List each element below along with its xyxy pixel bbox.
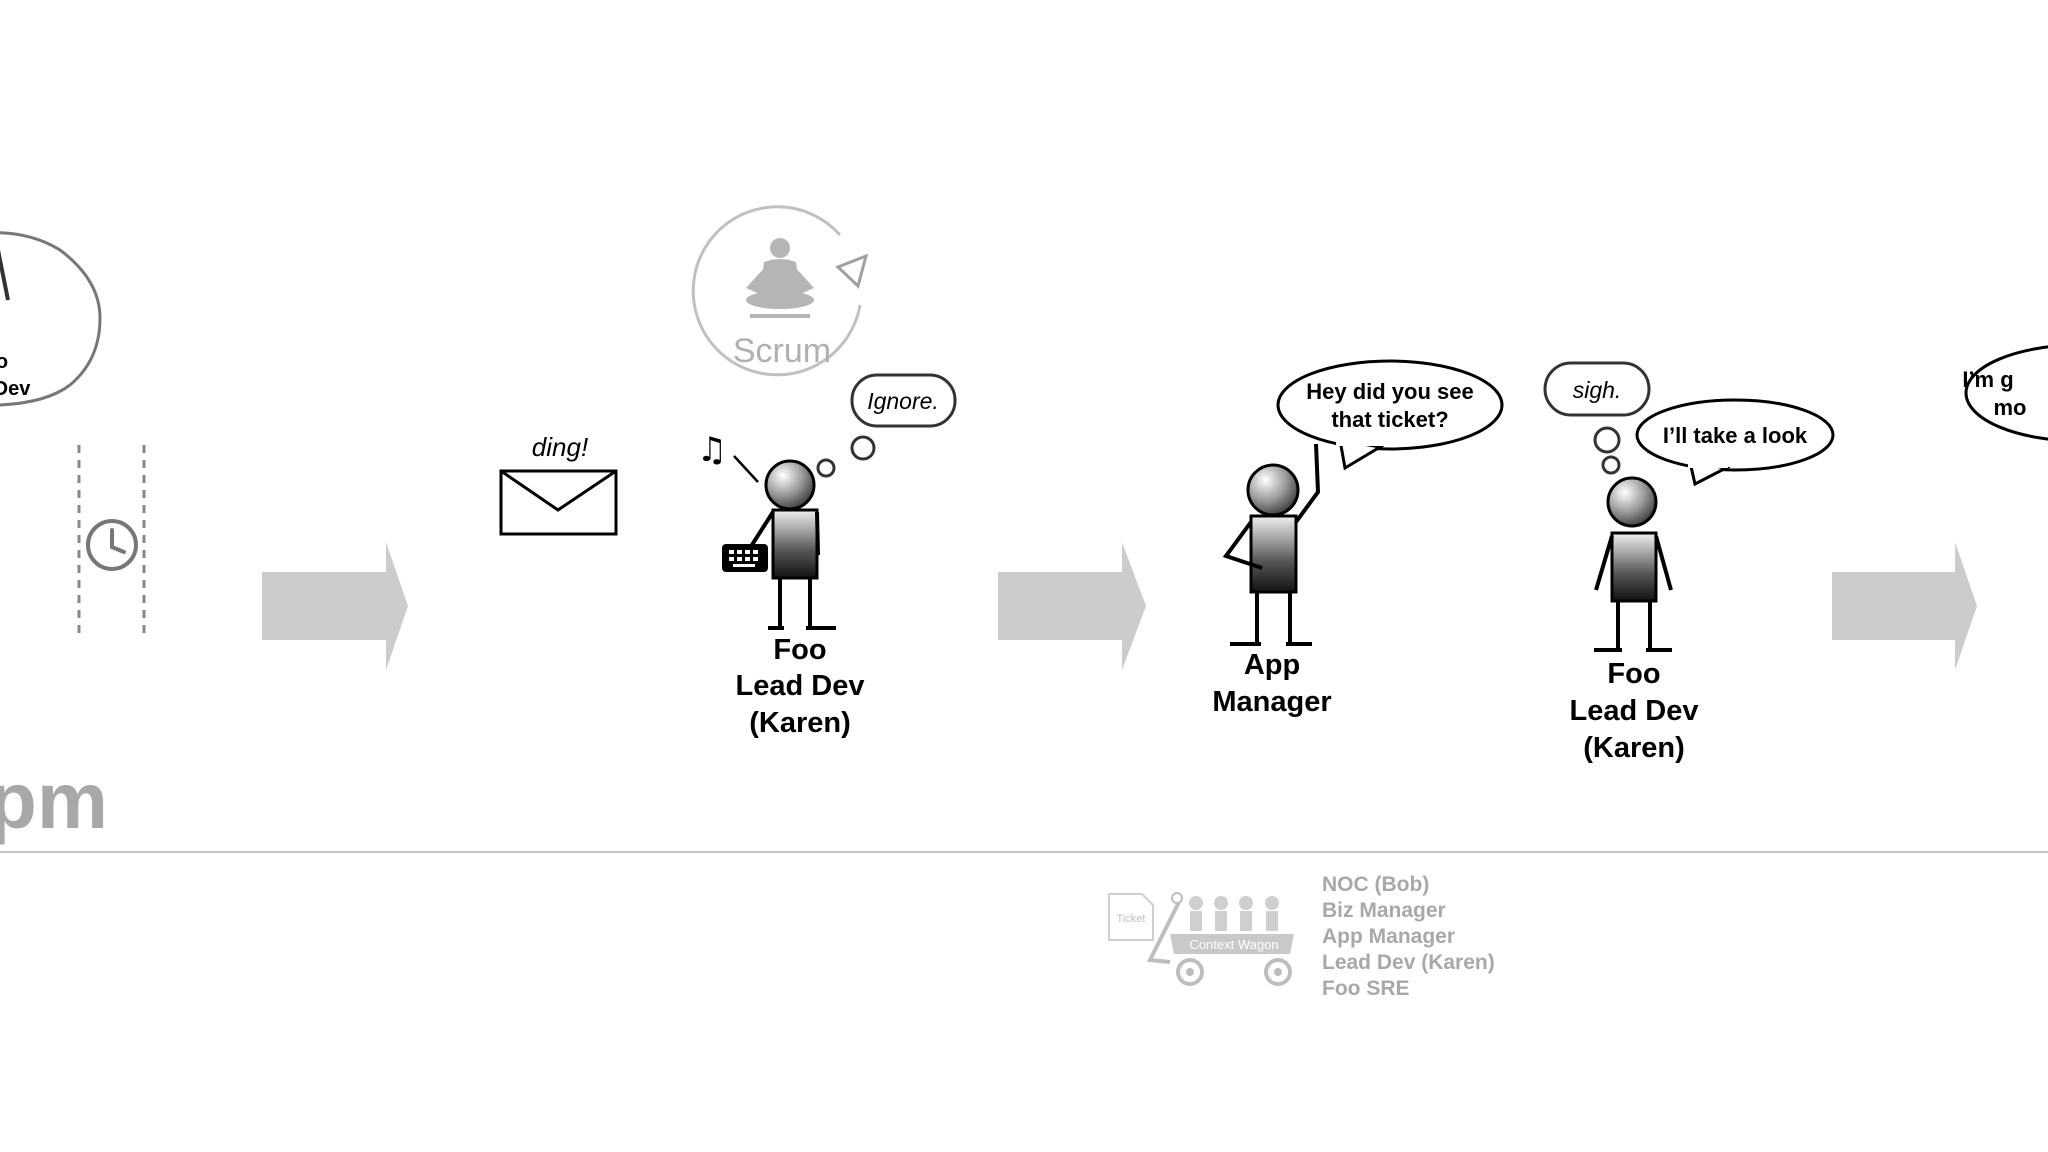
ding-label: ding!: [532, 432, 588, 462]
speech-bubble: Hey did you see that ticket?: [1276, 359, 1504, 471]
flow-arrow-1: [262, 542, 408, 670]
ignore-thought: Ignore.: [867, 388, 939, 414]
karen-responding: sigh. I’ll take a look Foo Lead Dev (Kar…: [1543, 361, 1835, 764]
partial-figure-icon: [0, 249, 10, 340]
passenger-item: NOC (Bob): [1322, 873, 1429, 896]
speech-bubble: I’ll take a look: [1635, 398, 1835, 487]
app-manager-speech-line2: that ticket?: [1331, 407, 1448, 432]
passenger-item: Foo SRE: [1322, 977, 1410, 1000]
karen-2-name-line1: Foo: [1607, 658, 1660, 690]
cycle-arrow-icon: [835, 253, 869, 289]
sigh-thought: sigh.: [1573, 377, 1622, 403]
email-notification: ding!: [499, 432, 618, 536]
karen-2-speech: I’ll take a look: [1663, 423, 1808, 448]
stick-figure-karen-2: [1594, 476, 1673, 652]
music-note-icon: ♫: [697, 430, 759, 483]
wagon-label: Context Wagon: [1189, 937, 1278, 952]
passenger-list: NOC (Bob) Biz Manager App Manager Lead D…: [1322, 873, 1495, 1000]
thought-bubble: sigh.: [1543, 361, 1651, 475]
laptop-icon: [722, 544, 768, 572]
karen-1-name-line2: Lead Dev: [736, 670, 865, 702]
envelope-icon: [499, 469, 618, 536]
scrum-label: Scrum: [733, 332, 831, 370]
app-manager-name-line2: Manager: [1212, 686, 1331, 718]
stick-figure-karen-1: [748, 459, 836, 630]
flow-arrow-2: [998, 542, 1146, 670]
app-manager-name-line1: App: [1244, 649, 1300, 681]
karen-2-name-line2: Lead Dev: [1570, 695, 1699, 727]
scrum-meeting: Scrum: [691, 205, 869, 377]
svg-text:♫: ♫: [697, 430, 727, 470]
partial-speech-line2: mo: [1994, 395, 2027, 420]
app-manager-speech-line1: Hey did you see: [1306, 379, 1474, 404]
clock-icon: [86, 519, 138, 571]
flow-arrow-3: [1832, 542, 1977, 670]
ticket-label: Ticket: [1117, 913, 1146, 925]
next-step-partial: I’m g mo: [1962, 345, 2048, 441]
karen-2-name-line3: (Karen): [1583, 732, 1685, 764]
thought-bubble: Ignore.: [816, 373, 957, 478]
previous-step-partial: o Dev pm: [0, 231, 146, 845]
wagon-icon: [1146, 892, 1294, 986]
partial-name-line2: Dev: [0, 378, 31, 400]
meditating-person-icon: [746, 238, 814, 318]
context-wagon: Ticket Context Wagon NOC (Bob) Biz Manag…: [1108, 873, 1495, 1000]
karen-ignoring: Ignore. ♫ Foo Lead Dev: [697, 373, 957, 739]
ticket-icon: Ticket: [1108, 893, 1154, 941]
karen-1-name-line1: Foo: [773, 634, 826, 666]
passenger-item: App Manager: [1322, 925, 1455, 948]
partial-speech-line1: I’m g: [1962, 367, 2013, 392]
partial-name-line1: o: [0, 351, 8, 373]
time-label: pm: [0, 756, 108, 845]
stick-figure-app-manager: [1222, 443, 1321, 646]
passenger-item: Lead Dev (Karen): [1322, 951, 1495, 974]
karen-1-name-line3: (Karen): [749, 707, 851, 739]
app-manager-asking: Hey did you see that ticket? App Manager: [1212, 359, 1504, 718]
passenger-item: Biz Manager: [1322, 899, 1446, 922]
